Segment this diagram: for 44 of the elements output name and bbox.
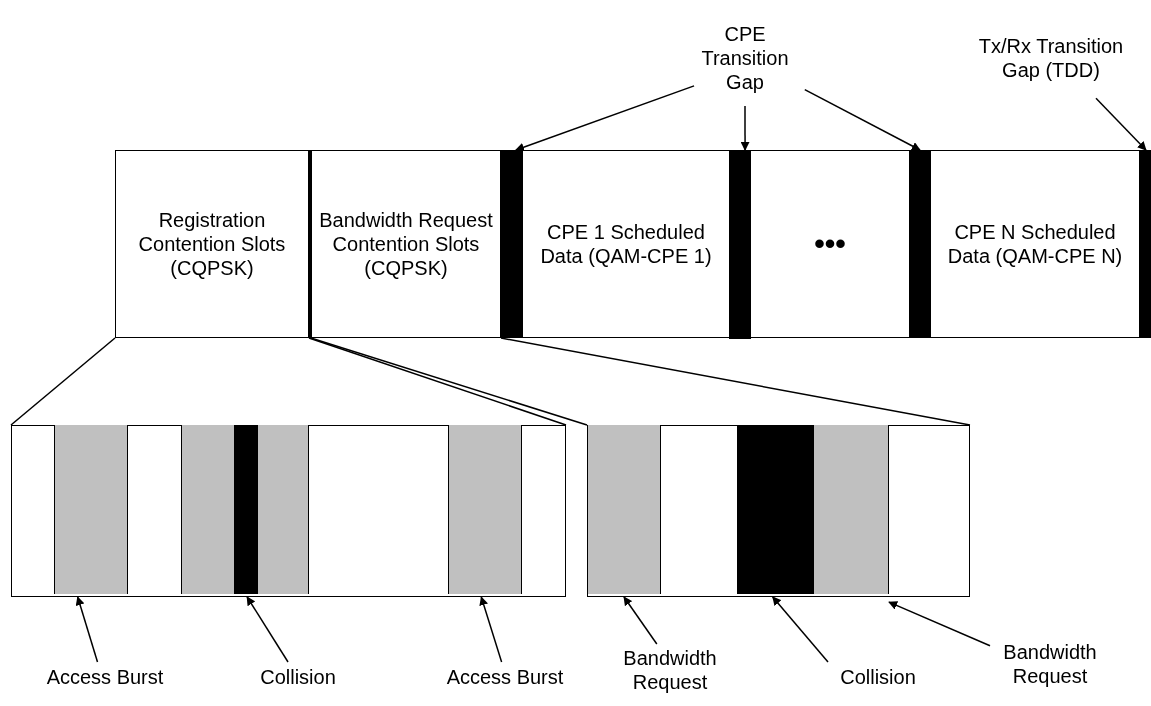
callout-label: Access Burst bbox=[420, 662, 590, 692]
leader-line bbox=[623, 596, 658, 645]
gap-bar bbox=[729, 150, 751, 339]
frame-slot bbox=[522, 150, 730, 338]
burst-slot bbox=[256, 424, 309, 594]
leader-line bbox=[75, 596, 99, 663]
callout-label: CPE Transition Gap bbox=[680, 10, 810, 106]
callout-label: Collision bbox=[248, 662, 348, 692]
leader-line bbox=[515, 85, 695, 152]
burst-slot bbox=[180, 424, 235, 594]
gap-bar bbox=[501, 150, 523, 338]
callout-label: Bandwidth Request bbox=[990, 638, 1110, 690]
slot-label: Registration Contention Slots (CQPSK) bbox=[137, 208, 287, 280]
expanded-slot-strip bbox=[587, 425, 970, 597]
burst-slot bbox=[586, 424, 661, 594]
zoom-line bbox=[10, 337, 116, 426]
callout-label: Bandwidth Request bbox=[610, 644, 730, 696]
burst-slot bbox=[812, 424, 889, 594]
leader-line bbox=[479, 596, 503, 663]
burst-slot bbox=[447, 424, 522, 594]
collision-slot bbox=[234, 424, 257, 594]
slot-label: Bandwidth Request Contention Slots (CQPSK) bbox=[318, 208, 494, 280]
burst-slot bbox=[53, 424, 128, 594]
slot-label: CPE 1 Scheduled Data (QAM-CPE 1) bbox=[539, 220, 713, 268]
frame-slot bbox=[115, 150, 309, 338]
slot-label: CPE N Scheduled Data (QAM-CPE N) bbox=[946, 220, 1124, 268]
collision-slot bbox=[736, 424, 813, 594]
leader-line bbox=[888, 601, 991, 647]
callout-label: Access Burst bbox=[30, 662, 180, 692]
leader-line bbox=[804, 88, 921, 151]
expanded-slot-strip bbox=[11, 425, 566, 597]
frame-slot bbox=[308, 150, 501, 338]
ellipsis-label: ••• bbox=[813, 232, 847, 256]
frame-slot bbox=[750, 150, 910, 338]
leader-line bbox=[246, 596, 289, 663]
leader-line bbox=[771, 596, 829, 663]
zoom-line bbox=[500, 337, 971, 426]
leader-line bbox=[740, 105, 750, 151]
callout-label: Collision bbox=[828, 662, 928, 692]
leader-line bbox=[1095, 97, 1147, 151]
frame-slot bbox=[930, 150, 1140, 338]
gap-bar bbox=[1139, 150, 1151, 338]
callout-label: Tx/Rx Transition Gap (TDD) bbox=[976, 10, 1126, 106]
gap-bar bbox=[909, 150, 931, 338]
